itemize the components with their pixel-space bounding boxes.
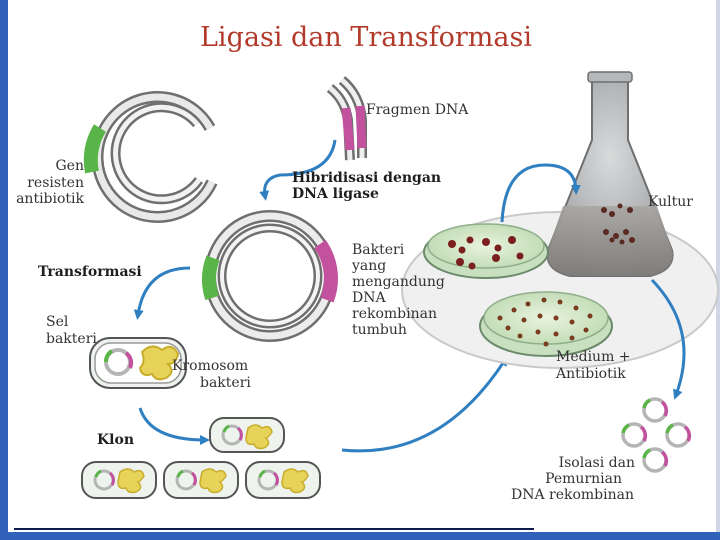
label-bacteria-growing: rekombinan — [352, 306, 437, 322]
petri-dish-colonies — [423, 223, 549, 279]
label-bacteria-growing: mengandung — [352, 274, 445, 290]
label-fragment: Fragmen DNA — [366, 102, 469, 118]
resistance-gene-segment — [202, 255, 220, 301]
label-bacteria-growing: yang — [351, 258, 386, 274]
recombinant-plasmid — [202, 210, 338, 342]
label-bacteria-growing: DNA — [352, 290, 386, 306]
label-clone: Klon — [97, 432, 134, 448]
bacterial-chromosome — [138, 345, 180, 381]
label-hybridization: DNA ligase — [292, 186, 379, 202]
label-isolation: Isolasi dan — [559, 455, 635, 471]
isolated-plasmids — [621, 397, 692, 473]
label-isolation: Pemurnian — [545, 471, 622, 487]
label-culture: Kultur — [648, 194, 693, 210]
inserted-fragment-segment — [314, 239, 338, 303]
label-gene: Gen — [56, 158, 85, 174]
clone-cell — [163, 461, 239, 499]
isolation-arrow — [650, 278, 686, 400]
clone-cell — [81, 461, 157, 499]
bottom-divider — [14, 528, 534, 530]
label-chromosome: Kromosom — [172, 358, 248, 374]
label-isolation: DNA rekombinan — [511, 487, 634, 503]
resistance-gene-segment — [83, 124, 107, 174]
open-plasmid — [83, 90, 218, 223]
label-medium: Medium + — [556, 349, 631, 365]
label-gene: resisten — [27, 175, 84, 191]
bacterial-cell — [89, 337, 187, 389]
label-gene: antibiotik — [16, 191, 84, 207]
dna-fragment — [326, 76, 367, 161]
culture-colonies — [601, 203, 635, 245]
ligation-arrow — [259, 139, 337, 201]
left-accent-bar — [0, 0, 8, 540]
plating-arrow — [341, 355, 508, 453]
label-bacterial-cell: bakteri — [46, 331, 97, 347]
clone-arrow — [138, 407, 210, 445]
right-edge — [716, 0, 720, 532]
label-medium: Antibiotik — [555, 366, 626, 382]
diagram-title: Ligasi dan Transformasi — [200, 22, 532, 53]
label-bacteria-growing: Bakteri — [352, 242, 405, 258]
clone-cell — [245, 461, 321, 499]
label-bacteria-growing: tumbuh — [352, 322, 407, 338]
label-bacterial-cell: Sel — [46, 314, 69, 330]
label-transformation: Transformasi — [38, 264, 142, 280]
culture-arrow — [500, 163, 581, 223]
petri-dish-medium — [479, 291, 613, 357]
culture-flask — [546, 71, 674, 277]
label-hybridization: Hibridisasi dengan — [292, 170, 441, 186]
bottom-accent-bar — [8, 532, 720, 540]
label-chromosome: bakteri — [200, 375, 251, 391]
transformation-arrow — [133, 266, 191, 320]
clone-cell — [209, 417, 285, 453]
